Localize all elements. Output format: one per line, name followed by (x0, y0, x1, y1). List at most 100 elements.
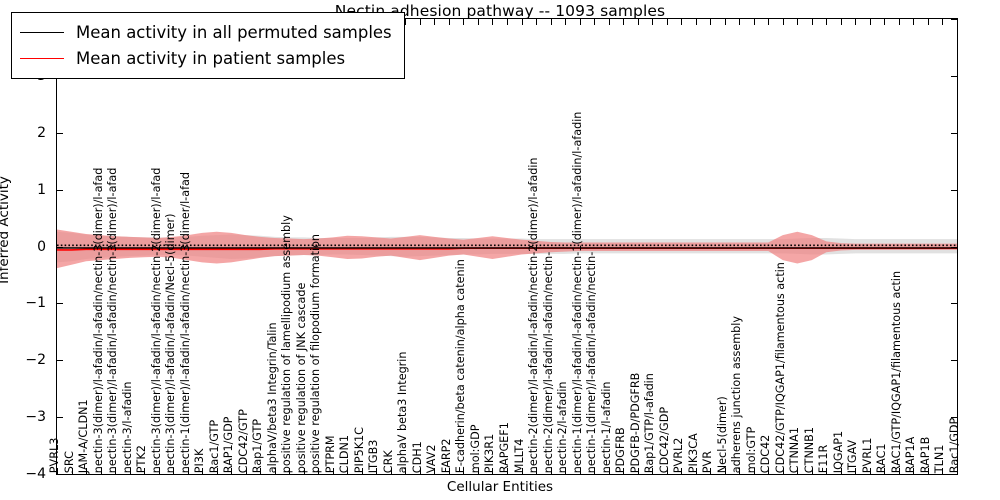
y-tick-mark (57, 474, 63, 475)
x-tick-mark (434, 468, 436, 474)
y-tick-mark (57, 246, 63, 248)
x-tick-mark (303, 468, 305, 474)
x-tick-mark (521, 19, 523, 25)
x-tick-mark (811, 19, 813, 25)
x-tick-mark (739, 468, 741, 474)
x-tick-mark (565, 19, 567, 25)
x-tick-mark (245, 468, 247, 474)
x-tick-mark (869, 19, 871, 25)
x-tick-mark (550, 19, 552, 25)
x-tick-mark (681, 468, 683, 474)
x-tick-mark (623, 19, 625, 25)
y-tick-mark (951, 417, 957, 419)
x-tick-mark (57, 468, 58, 474)
x-tick-mark (579, 19, 581, 25)
x-tick-mark (361, 468, 363, 474)
plot-area (56, 18, 958, 475)
y-tick-label: 1 (37, 181, 46, 198)
x-tick-mark (216, 468, 218, 474)
x-tick-mark (521, 468, 523, 474)
x-tick-mark (869, 468, 871, 474)
x-tick-mark (492, 19, 494, 25)
x-tick-mark (913, 19, 915, 25)
legend-item-patient: Mean activity in patient samples (20, 45, 392, 71)
legend-line-red (20, 57, 64, 59)
x-tick-mark (637, 468, 639, 474)
x-tick-mark (681, 19, 683, 25)
y-tick-mark (951, 303, 957, 305)
x-tick-mark (942, 19, 944, 25)
x-tick-mark (811, 468, 813, 474)
x-tick-mark (855, 19, 857, 25)
x-tick-mark (579, 468, 581, 474)
x-tick-mark (390, 468, 392, 474)
x-tick-mark (840, 468, 842, 474)
x-tick-mark (419, 468, 421, 474)
data-bands (57, 229, 957, 269)
x-tick-mark (187, 468, 189, 474)
y-tick-mark (951, 132, 957, 134)
y-tick-mark (951, 19, 957, 20)
x-tick-mark (448, 468, 450, 474)
y-tick-mark (951, 189, 957, 191)
x-tick-mark (782, 19, 784, 25)
x-tick-mark (666, 468, 668, 474)
x-tick-mark (666, 19, 668, 25)
chart-title: Nectin adhesion pathway -- 1093 samples (334, 2, 666, 20)
y-tick-mark (951, 246, 957, 248)
legend-line-black (20, 31, 64, 33)
x-tick-mark (724, 468, 726, 474)
x-axis-label: Cellular Entities (446, 479, 554, 495)
y-tick-label: −3 (25, 409, 46, 426)
x-tick-mark (957, 19, 958, 25)
x-tick-mark (826, 468, 828, 474)
x-tick-mark (332, 468, 334, 474)
x-tick-mark (536, 19, 538, 25)
y-tick-label: 2 (37, 124, 46, 141)
x-tick-mark (884, 19, 886, 25)
y-tick-mark (951, 474, 957, 475)
x-tick-mark (710, 19, 712, 25)
x-tick-mark (536, 468, 538, 474)
x-tick-mark (347, 468, 349, 474)
x-tick-mark (695, 468, 697, 474)
x-tick-mark (608, 19, 610, 25)
x-tick-mark (739, 19, 741, 25)
x-tick-mark (565, 468, 567, 474)
x-tick-mark (144, 468, 146, 474)
x-tick-mark (419, 19, 421, 25)
y-axis-ticks: 43210−1−2−3−4 (0, 11, 56, 482)
x-tick-mark (550, 468, 552, 474)
x-tick-mark (594, 19, 596, 25)
y-tick-label: −1 (25, 295, 46, 312)
x-tick-mark (274, 468, 276, 474)
x-tick-mark (797, 19, 799, 25)
legend-item-permuted: Mean activity in all permuted samples (20, 19, 392, 45)
x-tick-mark (231, 468, 233, 474)
x-tick-mark (477, 468, 479, 474)
y-tick-mark (57, 303, 63, 305)
y-tick-label: −2 (25, 352, 46, 369)
y-tick-label: 0 (37, 238, 46, 255)
y-tick-mark (57, 360, 63, 362)
x-tick-mark (260, 468, 262, 474)
x-tick-mark (840, 19, 842, 25)
x-tick-mark (753, 19, 755, 25)
x-tick-mark (724, 19, 726, 25)
x-tick-mark (782, 468, 784, 474)
x-tick-mark (710, 468, 712, 474)
y-tick-mark (951, 75, 957, 77)
x-tick-mark (507, 468, 508, 474)
x-tick-mark (86, 468, 88, 474)
x-tick-mark (942, 468, 944, 474)
x-tick-mark (652, 468, 654, 474)
x-tick-mark (318, 468, 320, 474)
x-tick-mark (927, 468, 929, 474)
x-tick-mark (695, 19, 697, 25)
x-tick-mark (797, 468, 799, 474)
x-tick-mark (608, 468, 610, 474)
y-tick-mark (57, 417, 63, 419)
x-tick-mark (884, 468, 886, 474)
x-tick-mark (768, 19, 770, 25)
